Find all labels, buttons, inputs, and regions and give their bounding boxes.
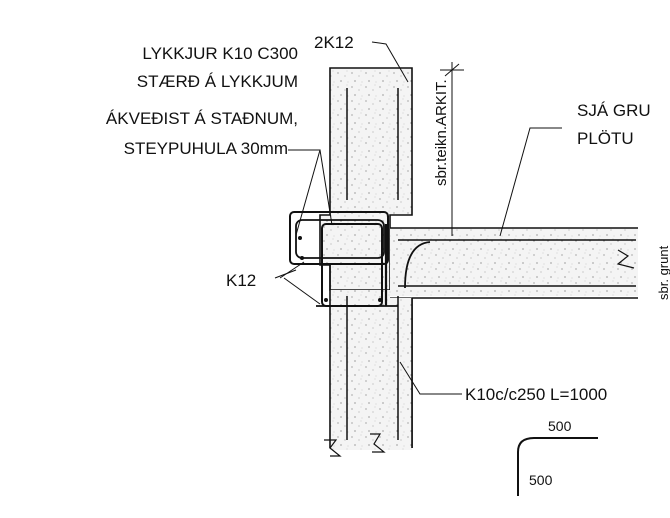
leader-k12-b: [279, 261, 305, 279]
leader-see-ground: [499, 127, 562, 237]
bar-shape-sketch: [517, 437, 598, 496]
note-loops-line4: STEYPUHULA 30mm: [124, 139, 288, 158]
dimension-vertical: 500: [529, 472, 553, 488]
label-corner-bars: K12: [226, 271, 256, 290]
label-top-bars: 2K12: [314, 33, 354, 52]
label-right-edge: sbr. grunt: [656, 245, 670, 300]
label-see-ground-line1: SJÁ GRU: [577, 101, 651, 120]
slab-break-line: [616, 249, 635, 269]
note-loops-line2: STÆRÐ Á LYKKJUM: [137, 72, 298, 91]
leader-lines: [274, 41, 598, 496]
level-marker: [440, 62, 464, 236]
dimension-horizontal: 500: [548, 418, 572, 434]
leader-2k12: [371, 41, 409, 83]
label-arch-reference: sbr.teikn.ARKIT.: [433, 79, 450, 186]
wall-break-line-right: [370, 433, 386, 453]
leader-loops-b: [319, 149, 333, 226]
wall-break-line-left: [324, 439, 342, 457]
label-wall-bars: K10c/c250 L=1000: [465, 385, 607, 404]
label-see-ground-line2: PLÖTU: [577, 129, 634, 148]
floor-slab: [390, 227, 638, 299]
note-loops-line1: LYKKJUR K10 C300: [142, 44, 298, 63]
note-loops-line3: ÁKVEÐIST Á STAÐNUM,: [106, 109, 298, 128]
leader-k12-c: [283, 277, 321, 305]
leader-wall-bars: [399, 361, 462, 395]
lower-wall: [324, 265, 413, 457]
leader-loops-a: [288, 149, 321, 236]
joint-loop-reinforcement: [289, 211, 398, 307]
slab-bar-hook: [404, 241, 431, 289]
